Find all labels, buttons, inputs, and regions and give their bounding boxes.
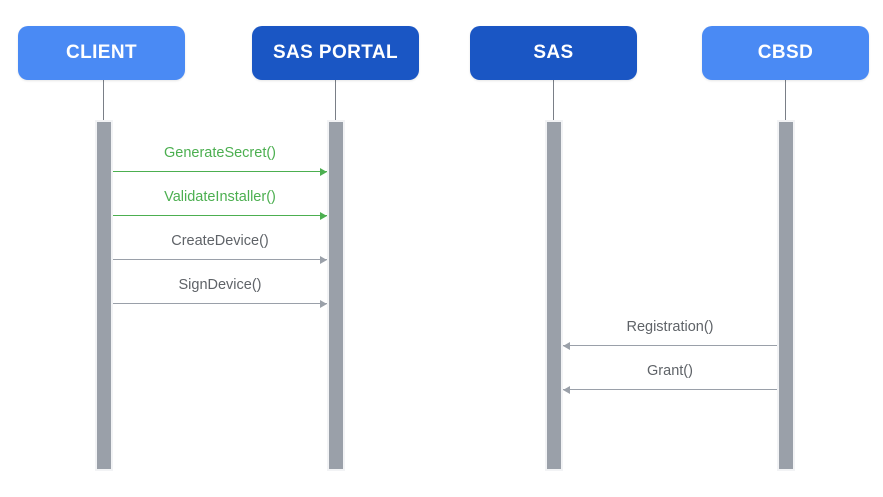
- activation-bar-sas-portal: [327, 120, 345, 471]
- participant-box-cbsd[interactable]: CBSD: [702, 26, 869, 80]
- activation-bar-cbsd: [777, 120, 795, 471]
- lifeline-sas: [553, 80, 554, 120]
- message-label-validate-installer: ValidateInstaller(): [164, 189, 276, 205]
- message-line-validate-installer: [113, 215, 327, 216]
- message-line-registration: [563, 345, 777, 346]
- message-arrowhead-sign-device: [320, 299, 327, 308]
- participant-box-sas-portal[interactable]: SAS PORTAL: [252, 26, 419, 80]
- lifeline-cbsd: [785, 80, 786, 120]
- message-line-grant: [563, 389, 777, 390]
- lifeline-client: [103, 80, 104, 120]
- message-label-sign-device: SignDevice(): [178, 277, 262, 293]
- lifeline-sas-portal: [335, 80, 336, 120]
- message-label-create-device: CreateDevice(): [171, 233, 269, 249]
- participant-box-client[interactable]: CLIENT: [18, 26, 185, 80]
- message-arrowhead-generate-secret: [320, 167, 327, 176]
- message-label-grant: Grant(): [647, 363, 693, 379]
- message-label-generate-secret: GenerateSecret(): [163, 145, 277, 161]
- message-arrowhead-validate-installer: [320, 211, 327, 220]
- message-arrowhead-grant: [563, 385, 570, 394]
- message-arrowhead-create-device: [320, 255, 327, 264]
- activation-bar-sas: [545, 120, 563, 471]
- message-arrowhead-registration: [563, 341, 570, 350]
- message-label-registration: Registration(): [626, 319, 714, 335]
- message-line-create-device: [113, 259, 327, 260]
- activation-bar-client: [95, 120, 113, 471]
- participant-box-sas[interactable]: SAS: [470, 26, 637, 80]
- message-line-generate-secret: [113, 171, 327, 172]
- message-line-sign-device: [113, 303, 327, 304]
